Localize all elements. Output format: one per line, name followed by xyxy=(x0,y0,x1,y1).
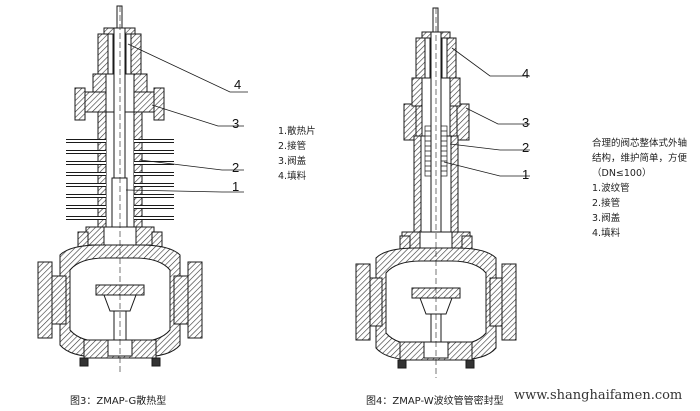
left-callout-4: 4 xyxy=(234,77,241,92)
website-watermark: www.shanghaifamen.com xyxy=(514,388,683,403)
left-legend-item: 1.散热片 xyxy=(278,126,316,137)
left-callout-2: 2 xyxy=(232,160,239,175)
right-legend-item: 3.阀盖 xyxy=(592,213,621,224)
right-legend-item: 2.接管 xyxy=(592,198,621,209)
left-valve xyxy=(37,5,203,375)
right-callout-2: 2 xyxy=(522,140,529,155)
right-leader-lines xyxy=(443,47,530,177)
right-callout-3: 3 xyxy=(522,115,529,130)
right-legend-item: （DN≤100） xyxy=(592,168,652,179)
left-callout-1: 1 xyxy=(232,179,239,194)
right-caption: 图4：ZMAP-W波纹管管密封型 xyxy=(366,396,504,407)
right-legend-item: 1.波纹管 xyxy=(592,183,630,194)
right-legend-item: 4.填料 xyxy=(592,228,621,239)
left-leader-lines xyxy=(125,43,248,193)
right-legend: 合理的阀芯整体式外轴 结构，维护简单，方便 （DN≤100） 1.波纹管 2.接… xyxy=(592,136,687,241)
left-legend: 1.散热片 2.接管 3.阀盖 4.填料 xyxy=(278,124,316,184)
right-legend-item: 合理的阀芯整体式外轴 xyxy=(592,138,688,149)
right-valve xyxy=(355,7,517,378)
left-legend-item: 4.填料 xyxy=(278,171,307,182)
right-callout-1: 1 xyxy=(522,167,529,182)
left-caption: 图3：ZMAP-G散热型 xyxy=(70,396,167,407)
left-legend-item: 2.接管 xyxy=(278,141,307,152)
left-legend-item: 3.阀盖 xyxy=(278,156,307,167)
right-callout-4: 4 xyxy=(522,66,529,81)
right-legend-item: 结构，维护简单，方便 xyxy=(592,153,688,164)
left-callout-3: 3 xyxy=(232,116,239,131)
